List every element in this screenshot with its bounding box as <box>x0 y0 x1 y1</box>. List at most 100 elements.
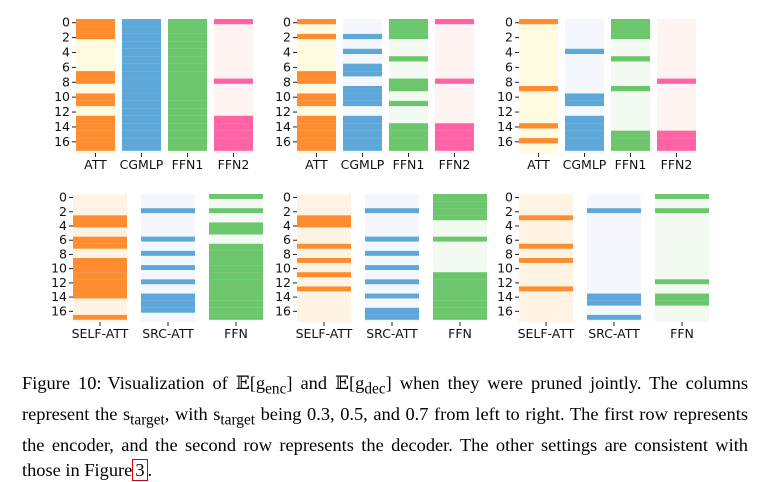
gate-cell-ffn1-layer-17 <box>168 145 207 151</box>
gate-cell-att-layer-14 <box>76 123 115 131</box>
gate-cell-cgmlp-layer-10 <box>565 93 604 101</box>
y-tick-label: 14 <box>275 289 291 304</box>
column-label-ffn2: FFN2 <box>439 157 471 172</box>
gate-cell-src-layer-12 <box>141 279 195 285</box>
caption-end: . <box>147 459 153 480</box>
gate-cell-self-layer-7 <box>297 243 351 249</box>
caption-sub-target-2: target <box>220 411 256 429</box>
gate-cell-ffn-layer-14 <box>433 293 487 301</box>
gate-cell-ffn-layer-12 <box>433 279 487 287</box>
gate-cell-ffn2-layer-13 <box>214 115 253 124</box>
gate-cell-ffn-layer-7 <box>209 243 263 251</box>
gate-cell-cgmlp-layer-3 <box>122 41 161 49</box>
gate-cell-cgmlp-layer-6 <box>343 63 382 72</box>
gate-cell-ffn-layer-17 <box>209 314 263 320</box>
gate-cell-ffn1-layer-14 <box>389 123 428 131</box>
gate-cell-self-layer-17 <box>73 314 127 320</box>
gate-cell-src-layer-8 <box>141 250 195 256</box>
gate-cell-ffn1-layer-9 <box>168 86 207 94</box>
gate-cell-att-layer-0 <box>297 19 336 25</box>
gate-cell-src-layer-6 <box>365 236 419 242</box>
gate-cell-cgmlp-layer-16 <box>565 138 604 146</box>
column-label-ffn1: FFN1 <box>172 157 204 172</box>
gate-cell-ffn1-layer-7 <box>168 71 207 79</box>
column-label-self: SELF-ATT <box>296 326 353 341</box>
gate-cell-ffn-layer-8 <box>209 250 263 258</box>
gate-cell-cgmlp-layer-8 <box>122 78 161 86</box>
gate-cell-src-layer-6 <box>141 236 195 242</box>
gate-cell-ffn2-layer-15 <box>435 130 474 139</box>
gate-cell-att-layer-15 <box>297 130 336 139</box>
y-tick-label: 6 <box>283 59 291 74</box>
gate-cell-cgmlp-layer-6 <box>122 63 161 72</box>
gate-cell-ffn-layer-0 <box>433 194 487 202</box>
gate-cell-att-layer-2 <box>297 33 336 40</box>
gate-cell-src-layer-17 <box>365 314 419 320</box>
column-label-att: ATT <box>305 157 328 172</box>
gate-cell-ffn-layer-14 <box>209 293 263 301</box>
y-tick-label: 10 <box>497 261 513 276</box>
y-tick-label: 4 <box>505 45 513 60</box>
gate-cell-ffn1-layer-2 <box>611 33 650 40</box>
gate-cell-cgmlp-layer-16 <box>343 138 382 146</box>
gate-cell-ffn-layer-13 <box>209 286 263 294</box>
y-tick-label: 10 <box>497 89 513 104</box>
gate-cell-att-layer-10 <box>76 93 115 101</box>
gate-cell-att-layer-14 <box>519 123 558 129</box>
y-tick-label: 16 <box>497 303 513 318</box>
caption-label: Figure 10: <box>22 373 102 393</box>
caption-sub-enc: enc <box>265 380 287 398</box>
gate-cell-ffn2-layer-17 <box>657 145 696 151</box>
column-label-ffn: FFN <box>448 326 472 341</box>
y-tick-label: 10 <box>54 89 70 104</box>
gate-cell-att-layer-14 <box>297 123 336 131</box>
gate-cell-cgmlp-layer-7 <box>343 71 382 77</box>
gate-cell-cgmlp-layer-4 <box>122 48 161 57</box>
y-tick-label: 2 <box>505 30 513 45</box>
caption-sub-dec: dec <box>364 380 386 398</box>
gate-cell-src-layer-17 <box>587 314 641 320</box>
gate-cell-ffn1-layer-17 <box>389 145 428 151</box>
gate-cell-ffn2-layer-17 <box>214 145 253 151</box>
gate-cell-ffn2-layer-16 <box>435 138 474 146</box>
y-tick-label: 0 <box>283 190 291 205</box>
gate-cell-cgmlp-layer-13 <box>343 115 382 124</box>
gate-cell-cgmlp-layer-14 <box>565 123 604 131</box>
gate-cell-att-layer-16 <box>76 138 115 146</box>
gate-cell-att-layer-0 <box>519 19 558 25</box>
gate-cell-self-layer-3 <box>73 215 127 223</box>
gate-cell-ffn2-layer-16 <box>214 138 253 146</box>
gate-cell-src-layer-2 <box>365 208 419 214</box>
gate-cell-att-layer-8 <box>297 78 336 84</box>
y-tick-label: 4 <box>62 45 70 60</box>
column-label-src: SRC-ATT <box>142 326 194 341</box>
gate-cell-cgmlp-layer-7 <box>122 71 161 79</box>
gate-cell-att-layer-11 <box>76 100 115 107</box>
gate-cell-cgmlp-layer-15 <box>565 130 604 139</box>
gate-cell-ffn1-layer-0 <box>168 19 207 27</box>
gate-cell-cgmlp-layer-2 <box>122 33 161 42</box>
gate-cell-ffn-layer-15 <box>433 300 487 308</box>
caption-text-5: being 0.3, 0.5, and 0.7 from left to rig… <box>22 404 748 480</box>
y-tick-label: 6 <box>505 59 513 74</box>
gate-cell-att-layer-17 <box>76 145 115 151</box>
y-tick-label: 8 <box>505 74 513 89</box>
caption-text-4: , with s <box>164 404 221 425</box>
gate-cell-ffn-layer-6 <box>433 236 487 242</box>
gate-cell-cgmlp-layer-11 <box>343 100 382 107</box>
gate-cell-self-layer-11 <box>73 272 127 280</box>
gate-cell-ffn1-layer-15 <box>611 130 650 139</box>
gate-cell-ffn2-layer-8 <box>435 78 474 84</box>
gate-cell-ffn1-layer-16 <box>168 138 207 146</box>
gate-cell-ffn-layer-15 <box>209 300 263 308</box>
figure-reference-link[interactable]: 3 <box>132 458 148 481</box>
y-tick-label: 2 <box>283 204 291 219</box>
y-tick-label: 16 <box>275 303 291 318</box>
y-tick-label: 0 <box>283 15 291 30</box>
gate-cell-ffn2-layer-8 <box>657 78 696 84</box>
gate-cell-ffn-layer-16 <box>209 307 263 315</box>
y-tick-label: 16 <box>51 303 67 318</box>
gate-cell-src-layer-8 <box>365 250 419 256</box>
